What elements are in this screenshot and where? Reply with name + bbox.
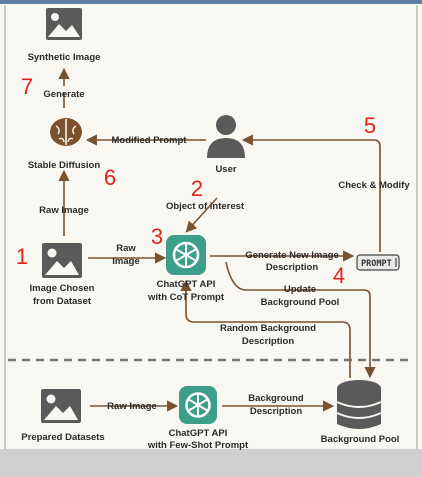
chatgpt-cot-label-1: ChatGPT API [157,279,216,290]
user-icon [207,115,245,158]
edge-raw-image-right-2: Image [112,256,139,267]
bottom-bar [0,449,422,477]
stable-diffusion-label: Stable Diffusion [28,160,101,171]
openai-icon [166,235,206,275]
edge-generate: Generate [43,89,84,100]
chatgpt-fewshot-label-1: ChatGPT API [169,428,228,439]
synthetic-image-label: Synthetic Image [28,52,101,63]
database-icon [336,380,382,429]
edge-random-bg-2: Description [242,336,294,347]
step-number-4: 4 [333,263,345,288]
chatgpt-fewshot-label-2: with Few-Shot Prompt [147,440,249,451]
top-strip [0,0,422,4]
image-icon [41,389,81,423]
image-icon [46,8,82,40]
edge-raw-image-bottom: Raw Image [107,401,157,412]
arrow-random-background [180,279,351,378]
prompt-icon: PROMPT [356,254,400,271]
image-chosen-label-1: Image Chosen [30,283,95,294]
image-icon [42,243,82,278]
edge-update-pool-2: Background Pool [261,297,340,308]
edge-background-desc-1: Background [248,393,304,404]
edge-raw-image-up: Raw Image [39,205,89,216]
openai-icon [179,386,217,424]
edge-generate-new-desc-2: Description [266,262,318,273]
brain-icon [50,118,82,146]
step-number-6: 6 [104,165,116,190]
prepared-datasets-label: Prepared Datasets [21,432,104,443]
arrow-update-pool [225,261,376,379]
arrow-check-modify [241,134,381,252]
edge-random-bg-1: Random Background [220,323,316,334]
arrow-object-of-interest [185,197,218,233]
step-number-2: 2 [191,176,203,201]
step-number-5: 5 [364,113,376,138]
background-pool-label: Background Pool [321,434,400,445]
edge-generate-new-desc-1: Generate New Image [245,250,338,261]
edge-background-desc-2: Description [250,406,302,417]
arrows [58,67,381,412]
step-number-1: 1 [16,244,28,269]
edge-raw-image-right-1: Raw [116,243,136,254]
edge-object-of-interest: Object of interest [166,201,245,212]
edge-modified-prompt: Modified Prompt [112,135,188,146]
prompt-label: PROMPT [361,259,392,269]
edge-check-modify: Check & Modify [338,180,410,191]
step-number-3: 3 [151,224,163,249]
edge-update-pool-1: Update [284,284,316,295]
step-number-7: 7 [21,74,33,99]
user-label: User [215,164,236,175]
chatgpt-cot-label-2: with CoT Prompt [147,292,225,303]
image-chosen-label-2: from Dataset [33,296,92,307]
